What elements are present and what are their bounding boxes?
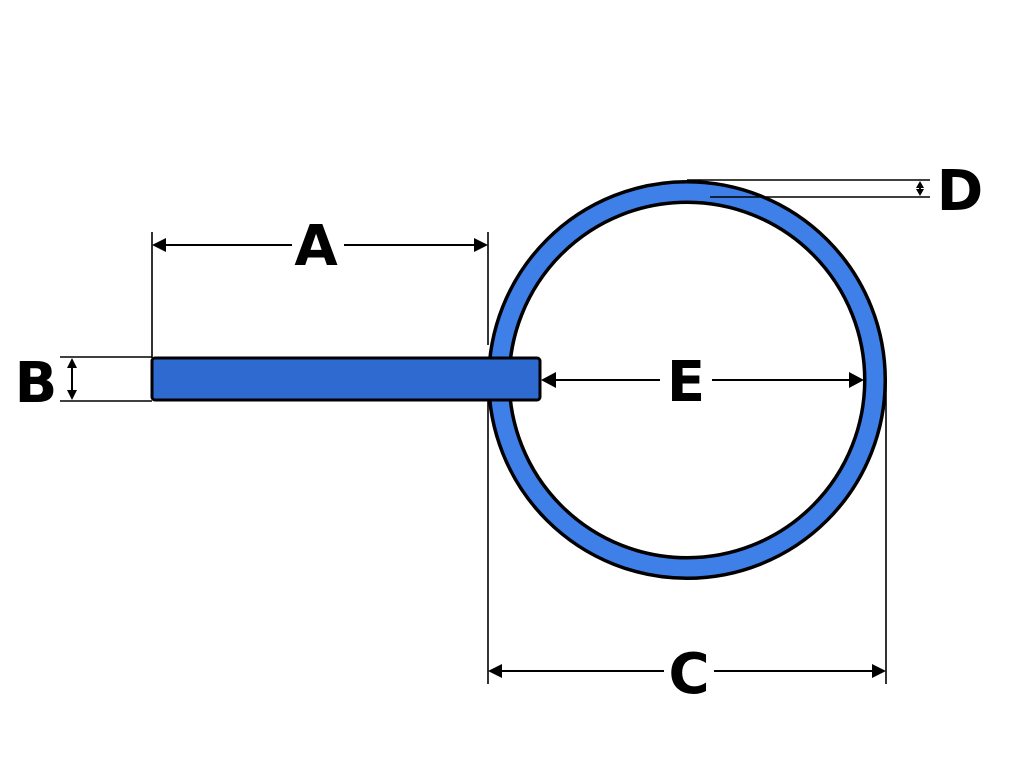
dimension-d-arrow-top: [916, 181, 924, 188]
dimension-b-label: B: [15, 351, 58, 416]
dimension-d-label: D: [937, 159, 983, 224]
dimension-b-arrow-bottom: [67, 390, 77, 400]
dimension-e-arrow-left: [541, 372, 556, 388]
dimension-e: E: [541, 350, 864, 415]
dimension-a-arrow-right: [474, 238, 488, 252]
dimension-b: B: [15, 351, 152, 416]
dimension-e-label: E: [667, 350, 705, 415]
flat-bar: [150, 356, 542, 402]
dimension-c-arrow-right: [872, 664, 886, 678]
dimension-a-arrow-left: [152, 238, 166, 252]
dimension-a: A: [151, 214, 489, 358]
dimension-c: C: [487, 380, 887, 707]
dimension-c-arrow-left: [488, 664, 502, 678]
dimension-b-arrow-top: [67, 358, 77, 368]
dimension-d-arrow-bottom: [916, 189, 924, 196]
dimension-a-label: A: [294, 214, 338, 279]
dimension-c-label: C: [668, 642, 709, 707]
dimension-e-arrow-right: [849, 372, 864, 388]
dimension-d: D: [687, 159, 983, 224]
